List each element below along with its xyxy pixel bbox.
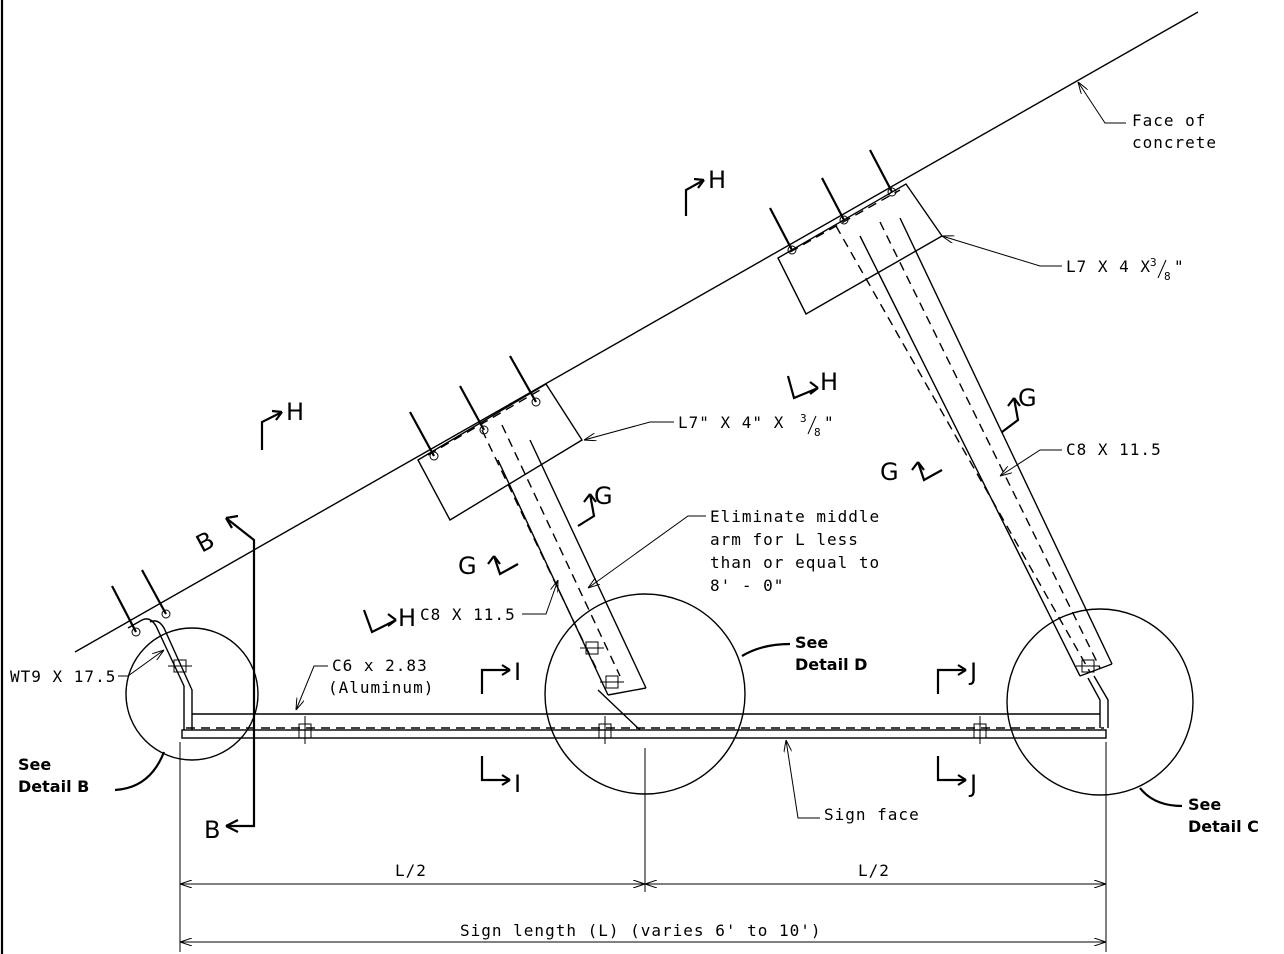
svg-text:arm for L less: arm for L less [710,530,859,549]
dim-half-left: L/2 [395,861,427,880]
svg-text:": " [824,413,835,432]
svg-text:L7" X 4" X: L7" X 4" X [678,413,784,432]
callout-eliminate-arm: Eliminate middle arm for L less than or … [588,507,880,595]
svg-text:8: 8 [814,426,821,439]
svg-text:Eliminate middle: Eliminate middle [710,507,880,526]
face-of-concrete-line [74,11,1199,653]
svg-text:G: G [594,482,613,510]
section-mark-g: G [458,552,519,580]
right-arm-assembly [769,149,1113,728]
svg-text:than or equal to: than or equal to [710,553,880,572]
svg-text:3: 3 [1150,256,1157,269]
see-detail-c-2: Detail C [1188,817,1259,836]
face-of-concrete-leader: Face of concrete [1078,82,1217,152]
svg-text:J: J [968,770,977,798]
detail-b-leader [114,751,166,792]
section-mark-h: H [260,398,304,450]
svg-text:C8 X 11.5: C8 X 11.5 [1066,440,1162,459]
middle-angle-bracket [417,383,583,521]
svg-text:G: G [880,458,899,486]
detail-d-leader [741,642,791,657]
see-detail-b-2: Detail B [18,777,89,796]
svg-text:8: 8 [1164,270,1171,283]
svg-text:G: G [1018,384,1037,412]
detail-c-circle [1006,608,1194,796]
svg-text:H: H [820,368,838,396]
section-mark-i: I [480,658,521,694]
svg-text:L7 X 4 X: L7 X 4 X [1066,257,1151,276]
callout-sign-face: Sign face [786,740,920,824]
svg-text:C6 x 2.83: C6 x 2.83 [332,656,428,675]
section-mark-j: J [936,658,977,694]
face-of-concrete-label-2: concrete [1132,133,1217,152]
anchor-bolt [821,177,845,221]
svg-text:": " [1174,257,1185,276]
svg-text:H: H [398,604,416,632]
dim-half-right: L/2 [858,861,890,880]
callout-angle-mid: L7" X 4" X 3 8 " [584,412,835,440]
svg-text:J: J [968,658,977,686]
callout-channel-right: C8 X 11.5 [1000,440,1162,476]
channel-bolt [298,716,312,744]
section-cut-b: B B [191,514,256,844]
section-b-top-label: B [191,526,219,558]
anchor-bolt [869,149,893,193]
svg-text:8' - 0": 8' - 0" [710,576,784,595]
svg-text:C8 X 11.5: C8 X 11.5 [420,605,516,624]
callout-channel-mid: C8 X 11.5 [420,580,558,624]
svg-text:I: I [514,770,521,798]
svg-text:I: I [514,658,521,686]
see-detail-c-1: See [1188,795,1221,814]
callout-aluminum-channel: C6 x 2.83 (Aluminum) [296,656,434,710]
see-detail-b-1: See [18,755,51,774]
channel-bolt [598,716,612,744]
see-detail-d-1: See [795,633,828,652]
section-mark-g: G [577,482,613,527]
svg-text:WT9 X 17.5: WT9 X 17.5 [10,667,116,686]
right-angle-bracket [777,183,944,315]
section-mark-g: G [880,458,943,486]
svg-text:H: H [286,398,304,426]
left-connection [111,569,193,730]
detail-b-circle [125,627,259,761]
section-mark-j: J [936,756,977,798]
svg-text:3: 3 [800,412,807,425]
dimension-lines: L/2 L/2 Sign length (L) (varies 6' to 10… [179,742,1107,952]
section-mark-h: H [684,166,726,216]
sign-channel [181,713,1107,744]
middle-arm-assembly [409,355,647,731]
callout-tee: WT9 X 17.5 [10,650,164,686]
detail-c-leader [1139,787,1183,808]
anchor-bolt [769,207,793,251]
callout-angle-top: L7 X 4 X 3 8 " [942,236,1185,283]
section-b-bottom-label: B [204,816,220,844]
face-of-concrete-label: Face of [1132,111,1206,130]
svg-text:Sign face: Sign face [824,805,920,824]
svg-text:G: G [458,552,477,580]
section-mark-g: G [1001,384,1037,433]
section-mark-h: H [362,604,416,634]
dim-total: Sign length (L) (varies 6' to 10') [460,921,822,940]
section-mark-h: H [786,368,838,400]
svg-text:H: H [708,166,726,194]
svg-text:(Aluminum): (Aluminum) [328,678,434,697]
sign-face-plate [181,729,1107,739]
channel-bolt [973,716,987,744]
see-detail-d-2: Detail D [795,655,867,674]
section-mark-i: I [480,756,521,798]
